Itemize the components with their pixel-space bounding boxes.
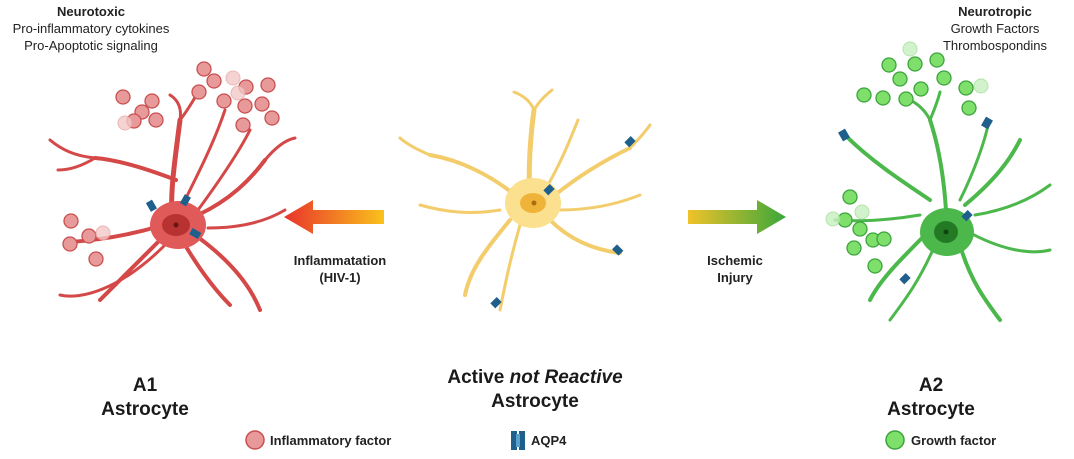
a1-header: Neurotoxic Pro-inflammatory cytokines Pr… [6, 3, 176, 54]
a1-aqp4-channel [179, 194, 191, 207]
aqp4-legend-icon [511, 431, 525, 450]
right-arrow-label: Ischemic Injury [680, 252, 790, 286]
growth-factor-legend-icon [885, 430, 905, 450]
a2-astrocyte-cell [833, 90, 1052, 322]
legend-growth-label: Growth factor [911, 433, 997, 448]
center-title-part1: Active [447, 367, 510, 388]
a1-inflammatory-factors [62, 61, 280, 267]
center-astrocyte-cell [398, 88, 652, 312]
a2-header-bold: Neurotropic [958, 4, 1032, 19]
a2-aqp4-channel [899, 273, 911, 285]
a1-title: A1 Astrocyte [80, 374, 210, 422]
legend-aqp4-label: AQP4 [531, 433, 567, 448]
a2-title: A2 Astrocyte [866, 374, 996, 422]
center-title-line1: Active not Reactive [430, 366, 640, 390]
center-title-italic: not Reactive [509, 367, 623, 388]
a2-aqp4-channel [961, 210, 973, 222]
a1-header-line2: Pro-inflammatory cytokines [12, 21, 170, 36]
right-arrow-label-line1: Ischemic [707, 253, 763, 268]
a2-title-line2: Astrocyte [887, 399, 975, 420]
a2-growth-factors [837, 52, 977, 274]
a1-title-line2: Astrocyte [101, 399, 189, 420]
left-arrow-label-line2: (HIV-1) [319, 270, 361, 285]
center-aqp4-channel [490, 297, 502, 309]
a2-title-line1: A2 [918, 375, 944, 396]
inflammatory-factor-legend-icon [245, 430, 265, 450]
a1-aqp4-channel [189, 228, 202, 240]
a1-title-line1: A1 [132, 375, 158, 396]
a2-header: Neurotropic Growth Factors Thrombospondi… [920, 3, 1070, 54]
center-title: Active not Reactive Astrocyte [430, 366, 640, 414]
a1-aqp4-channel [145, 199, 157, 212]
left-arrow-label: Inflammatation (HIV-1) [280, 252, 400, 286]
right-arrow [688, 200, 786, 234]
center-aqp4-channel [624, 136, 636, 148]
left-arrow-label-line1: Inflammatation [293, 253, 387, 268]
a2-aqp4-channel [838, 128, 850, 142]
left-arrow [284, 200, 384, 234]
a1-header-bold: Neurotoxic [57, 4, 125, 19]
a1-astrocyte-cell [48, 93, 297, 312]
a2-aqp4-channel [981, 116, 993, 130]
a1-header-line3: Pro-Apoptotic signaling [24, 38, 158, 53]
center-aqp4-channel [543, 184, 555, 196]
a2-header-line2: Growth Factors [950, 21, 1040, 36]
center-title-line2: Astrocyte [491, 391, 579, 412]
legend-inflammatory-label: Inflammatory factor [270, 433, 392, 448]
right-arrow-label-line2: Injury [717, 270, 753, 285]
center-aqp4-channel [612, 244, 624, 256]
a2-header-line3: Thrombospondins [942, 38, 1048, 53]
